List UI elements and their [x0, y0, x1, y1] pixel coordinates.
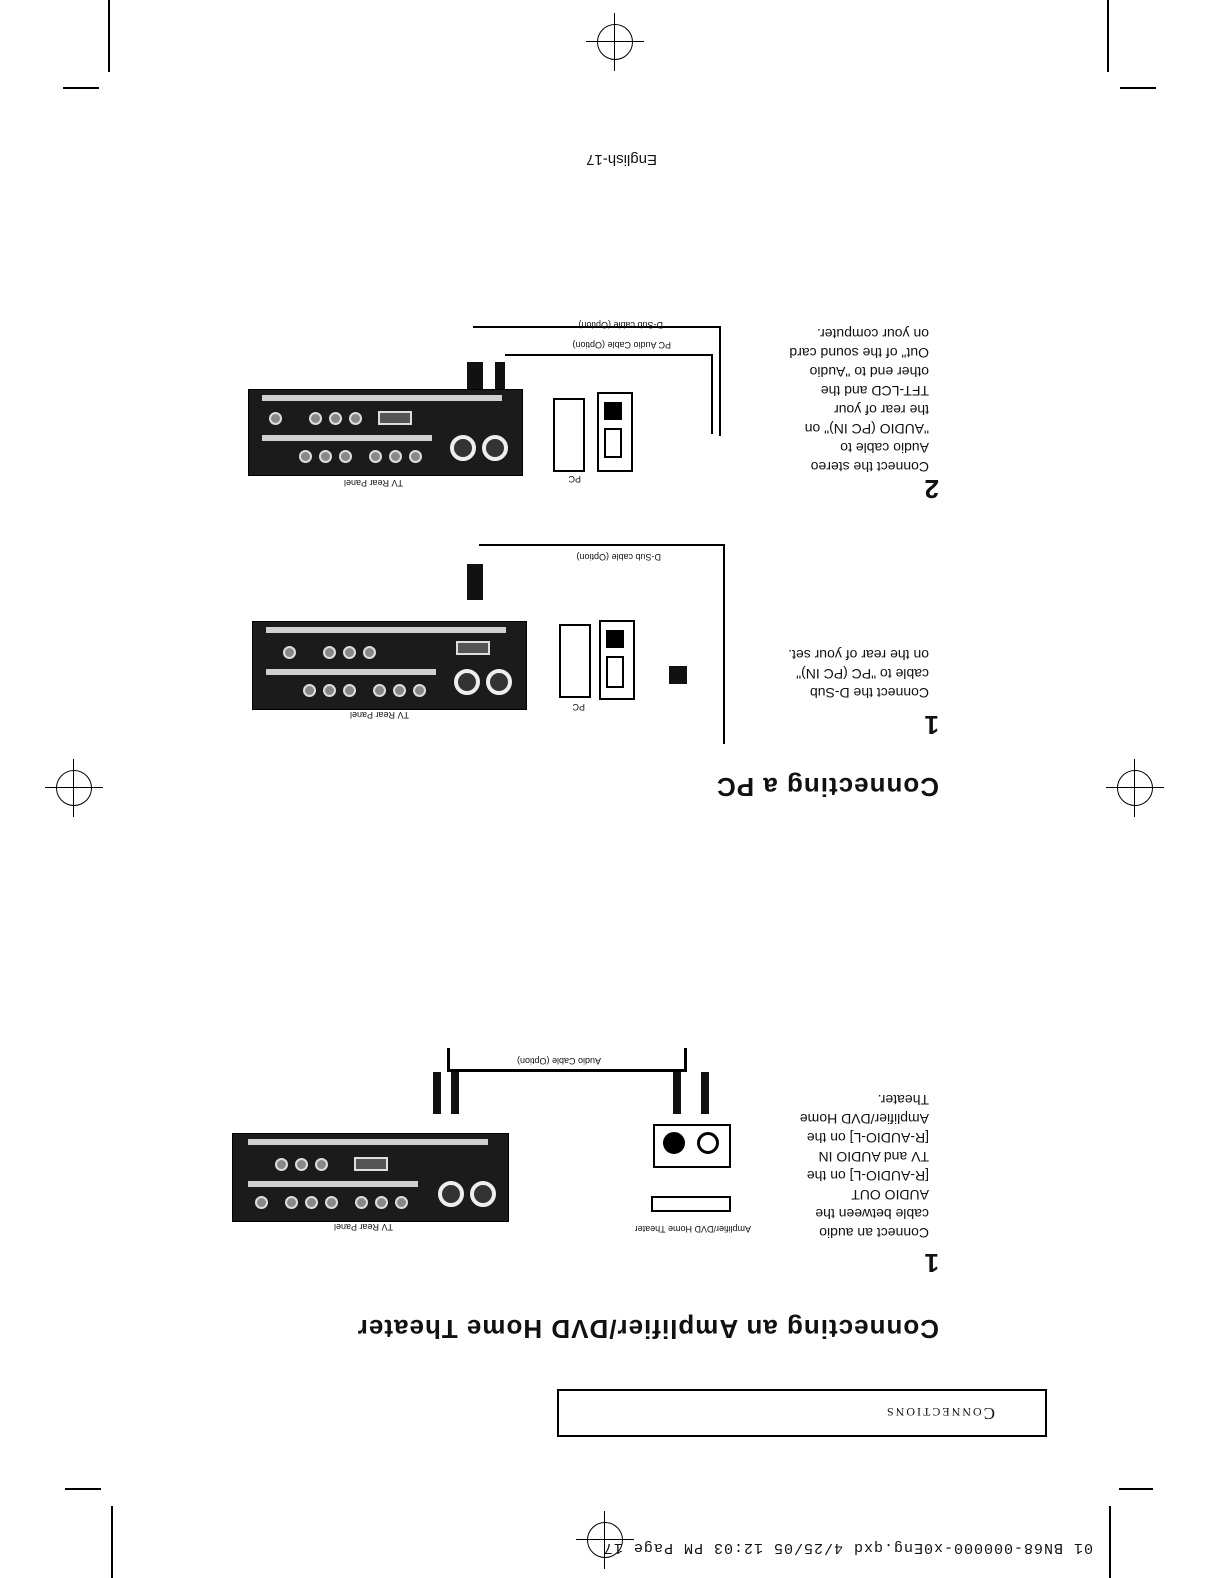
crop-mark	[1109, 1506, 1111, 1578]
pc-heading: Connecting a PC	[715, 772, 939, 802]
dsub-plug-tv	[467, 564, 483, 600]
tv-rear-panel-pc2	[248, 389, 523, 476]
amplifier-device	[651, 1196, 731, 1212]
crop-mark	[1107, 0, 1109, 72]
amp-device-caption: Amplifier/DVD Home Theater	[634, 1224, 751, 1234]
pc-step1-number: 1	[924, 710, 939, 740]
amplifier-jack-panel	[653, 1124, 731, 1168]
crop-mark	[1120, 87, 1156, 89]
registration-mark	[597, 24, 633, 60]
pc-dsub-cable-caption: D-Sub cable (Option)	[578, 320, 663, 330]
tv-rear-panel-pc1-caption: TV Rear Panel	[349, 710, 409, 720]
pc-step2-text: Connect the stereo Audio cable to "AUDIO…	[789, 326, 929, 475]
amp-plug-left	[673, 1072, 681, 1114]
amplifier-heading: Connecting an Amplifier/DVD Home Theater	[356, 1314, 939, 1344]
registration-mark	[56, 770, 92, 806]
page-footer: English-17	[586, 151, 657, 168]
tv-rear-panel-caption: TV Rear Panel	[333, 1222, 393, 1232]
crop-mark	[108, 0, 110, 72]
section-title-box: Connections	[557, 1389, 1047, 1437]
file-slug: 01 BN68-000000-x0Eng.qxd 4/25/05 12:03 P…	[602, 1539, 1093, 1556]
pc-step2-number: 2	[924, 474, 939, 504]
tv-rear-panel-pc2-caption: TV Rear Panel	[343, 478, 403, 488]
amp-step1-number: 1	[924, 1248, 939, 1278]
tv-rear-panel	[232, 1133, 509, 1222]
crop-mark	[1119, 1488, 1153, 1490]
crop-mark	[63, 87, 99, 89]
amp-plug-right	[701, 1072, 709, 1114]
tv-rear-panel-pc1	[252, 621, 527, 710]
section-title: Connections	[884, 1404, 995, 1423]
crop-mark	[111, 1506, 113, 1578]
pc-audio-plug-tv	[495, 362, 505, 392]
pc-step1-text: Connect the D-Sub cable to "PC (PC IN)" …	[788, 647, 929, 701]
amp-step1-text: Connect an audio cable between the AUDIO…	[799, 1092, 929, 1241]
audio-cable-caption: Audio Cable (Option)	[516, 1056, 601, 1066]
crop-mark	[65, 1488, 101, 1490]
tv-plug-right	[451, 1072, 459, 1114]
pc2-device-caption: PC	[568, 474, 581, 484]
dsub-cable-caption: D-Sub cable (Option)	[576, 552, 661, 562]
tv-plug-left	[433, 1072, 441, 1114]
dsub-plug-pc	[669, 666, 687, 684]
registration-mark	[1117, 770, 1153, 806]
